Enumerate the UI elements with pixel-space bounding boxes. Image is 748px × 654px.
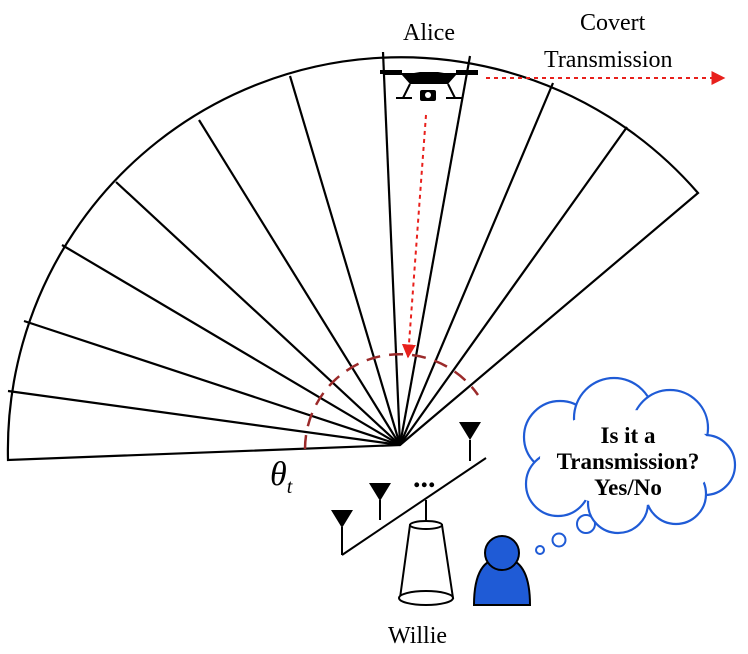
thought-line-3: Yes/No bbox=[594, 475, 662, 500]
downlink-arrow bbox=[401, 114, 427, 359]
detector-cone bbox=[398, 500, 455, 606]
thought-line-2: Transmission? bbox=[557, 449, 700, 474]
covert-transmission-label-1: Covert bbox=[580, 10, 646, 36]
covert-transmission-label-2: Transmission bbox=[544, 47, 672, 73]
thought-line-1: Is it a bbox=[601, 423, 656, 448]
willie-label: Willie bbox=[388, 623, 447, 649]
drone-icon bbox=[380, 70, 478, 101]
thought-bubble-fill bbox=[540, 410, 716, 506]
alice-label: Alice bbox=[403, 20, 455, 46]
angle-label: θt bbox=[270, 456, 293, 498]
person-icon bbox=[472, 535, 532, 606]
angle-arc bbox=[303, 353, 480, 450]
thought-bubble-trail bbox=[535, 514, 596, 555]
antenna-array bbox=[341, 440, 487, 556]
beam-dividers bbox=[7, 51, 628, 447]
antenna-ellipsis: ... bbox=[413, 461, 436, 494]
beam-sector-fan bbox=[6, 51, 700, 462]
antenna-icon bbox=[331, 422, 481, 528]
